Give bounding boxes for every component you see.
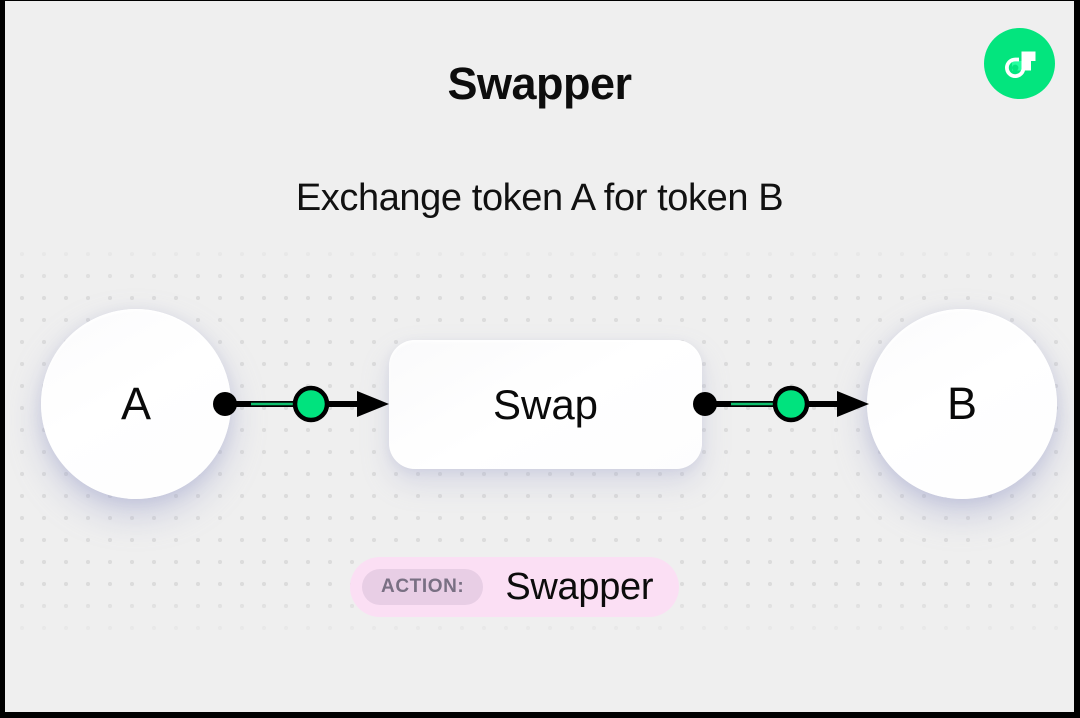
- edge-green-handle: [292, 385, 330, 423]
- edge-source-dot: [213, 392, 237, 416]
- edge-arrowhead: [837, 391, 869, 417]
- edge-swap-to-b[interactable]: [691, 383, 871, 425]
- token-node-b-label: B: [946, 378, 977, 429]
- edge-green-handle: [772, 385, 810, 423]
- token-node-b[interactable]: B: [867, 309, 1057, 499]
- edge-arrowhead: [357, 391, 389, 417]
- page-title: Swapper: [447, 58, 632, 109]
- flow-logo-icon: [984, 28, 1055, 99]
- action-badge-value: Swapper: [505, 565, 654, 608]
- token-node-a[interactable]: A: [41, 309, 231, 499]
- action-badge-key: ACTION:: [362, 569, 484, 605]
- page-subtitle: Exchange token A for token B: [295, 177, 784, 219]
- token-node-a-label: A: [120, 378, 151, 429]
- swap-node[interactable]: Swap: [389, 340, 702, 469]
- action-badge: ACTION: Swapper: [350, 557, 680, 617]
- diagram-canvas: Swapper Exchange token A for token B A S…: [5, 1, 1074, 712]
- edge-source-dot: [693, 392, 717, 416]
- swap-node-label: Swap: [492, 380, 599, 428]
- edge-a-to-swap[interactable]: [211, 383, 391, 425]
